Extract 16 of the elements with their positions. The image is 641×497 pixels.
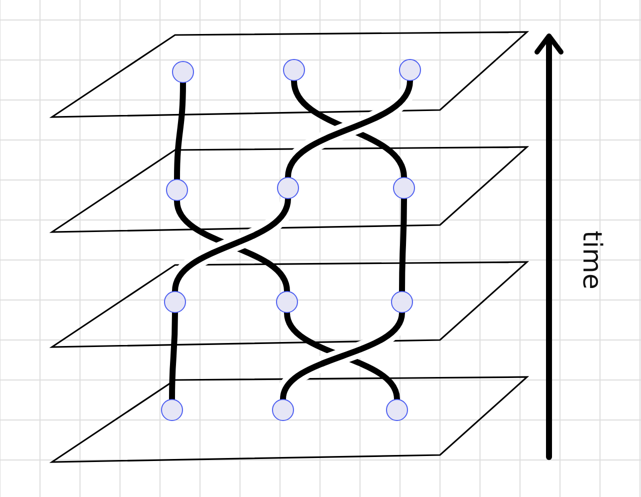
braid-strand — [399, 196, 407, 294]
axis-label: time — [576, 230, 606, 290]
strand-point — [172, 61, 194, 83]
strand-point — [386, 399, 408, 421]
strand-point — [393, 177, 415, 199]
strand-point — [399, 59, 421, 81]
strand-point — [272, 399, 294, 421]
strand-point — [276, 291, 298, 313]
strand-point — [283, 59, 305, 81]
braid-strand — [169, 310, 178, 402]
strand-point — [277, 177, 299, 199]
braid-strand — [174, 80, 186, 182]
strand-point — [161, 399, 183, 421]
strand-point — [391, 291, 413, 313]
strand-point — [164, 291, 186, 313]
strand-point — [166, 179, 188, 201]
